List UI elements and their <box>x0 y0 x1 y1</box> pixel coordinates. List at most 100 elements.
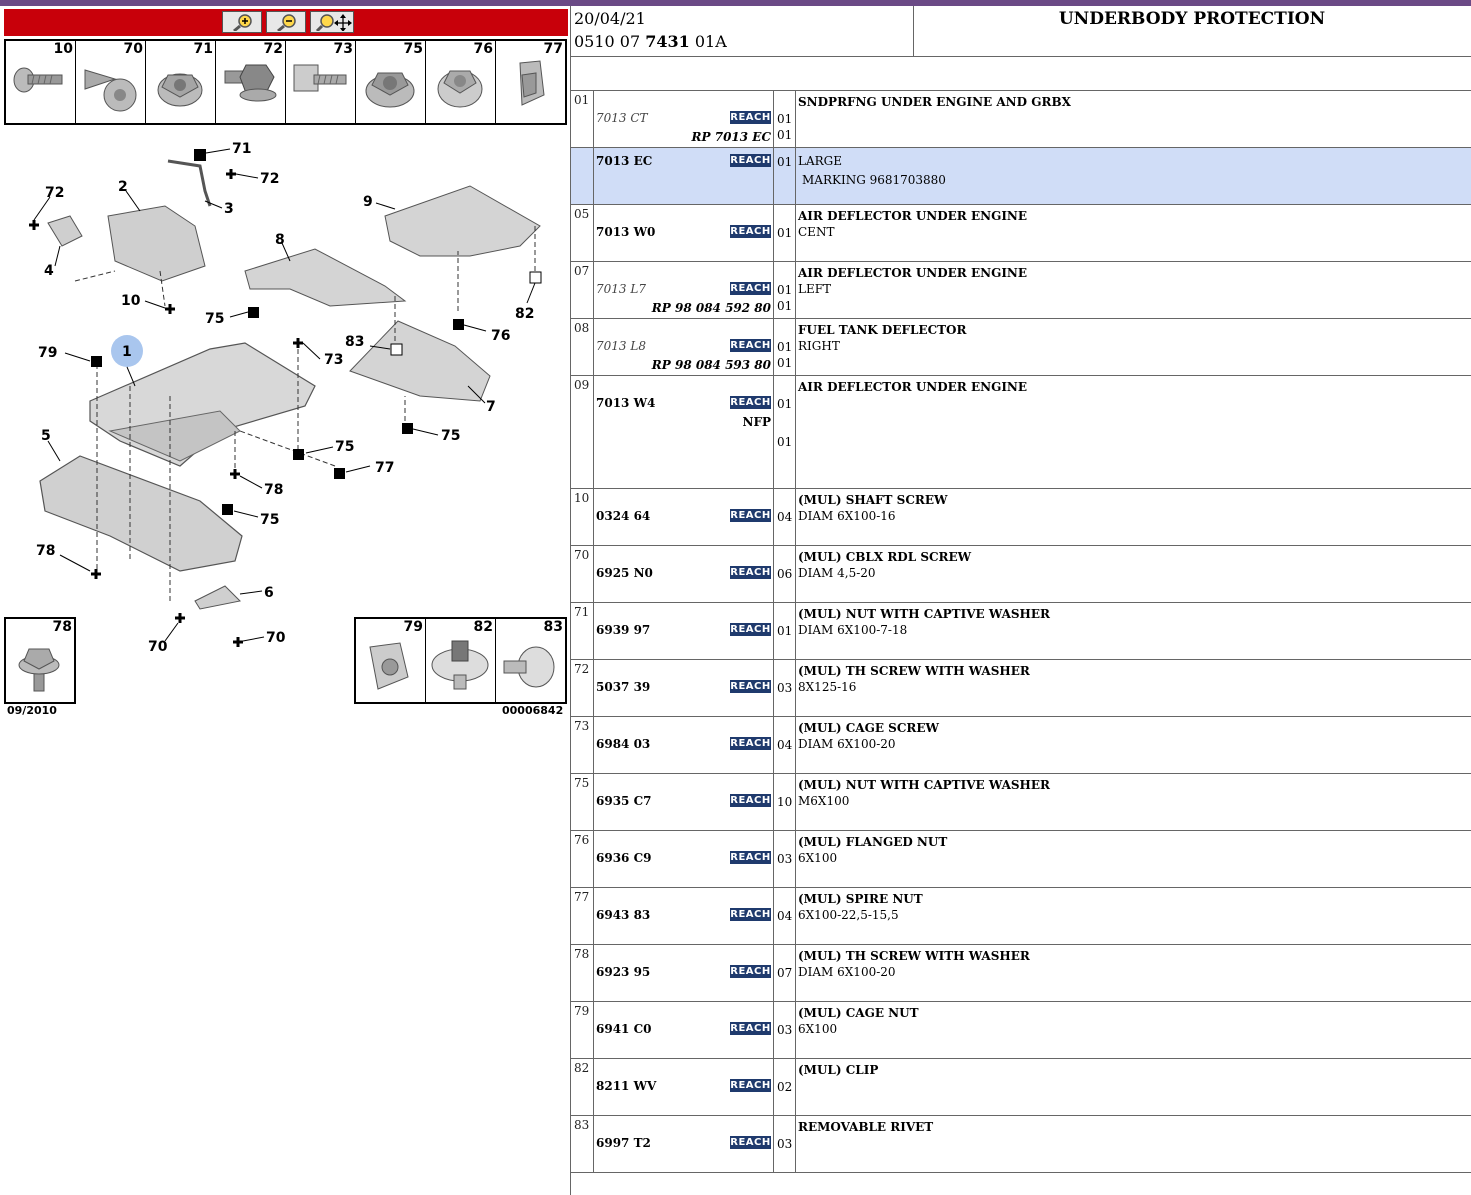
reach-badge[interactable]: REACH <box>730 111 771 124</box>
callout-2[interactable]: 2 <box>118 179 128 195</box>
reach-badge[interactable]: REACH <box>730 1136 771 1149</box>
thumb-82[interactable]: 82 <box>426 619 496 702</box>
replacement-reference[interactable]: RP 98 084 592 80 <box>651 301 771 315</box>
thumb-75[interactable]: 75 <box>356 41 426 123</box>
part-reference[interactable]: 6997 T2 <box>596 1136 651 1150</box>
callout-79[interactable]: 79 <box>38 345 57 361</box>
callout-75c[interactable]: 75 <box>441 428 460 444</box>
part-reference[interactable]: 6925 N0 <box>596 566 653 580</box>
callout-82[interactable]: 82 <box>515 306 534 322</box>
part-reference[interactable]: 5037 39 <box>596 680 651 694</box>
part-reference[interactable]: 7013 CT <box>596 111 648 125</box>
callout-76[interactable]: 76 <box>491 328 510 344</box>
thumb-78[interactable]: 78 <box>4 617 76 704</box>
callout-70a[interactable]: 70 <box>148 639 168 655</box>
callout-9[interactable]: 9 <box>363 194 373 210</box>
callout-3[interactable]: 3 <box>224 201 234 217</box>
reach-badge[interactable]: REACH <box>730 282 771 295</box>
reach-badge[interactable]: REACH <box>730 225 771 238</box>
callout-75a[interactable]: 75 <box>205 311 224 327</box>
replacement-reference[interactable]: RP 98 084 593 80 <box>651 358 771 372</box>
reach-badge[interactable]: REACH <box>730 1079 771 1092</box>
reach-badge[interactable]: REACH <box>730 396 771 409</box>
part-reference[interactable]: 6943 83 <box>596 908 651 922</box>
part-reference[interactable]: 6939 97 <box>596 623 651 637</box>
zoom-in-button[interactable] <box>222 11 262 33</box>
callout-72[interactable]: 72 <box>260 171 279 187</box>
callout-75d[interactable]: 75 <box>260 512 279 528</box>
callout-8[interactable]: 8 <box>275 232 285 248</box>
callout-78b[interactable]: 78 <box>36 543 55 559</box>
zoom-out-button[interactable] <box>266 11 306 33</box>
part-reference[interactable]: 6935 C7 <box>596 794 652 808</box>
reach-badge[interactable]: REACH <box>730 680 771 693</box>
part-reference[interactable]: 6936 C9 <box>596 851 652 865</box>
callout-4[interactable]: 4 <box>44 263 54 279</box>
callout-6[interactable]: 6 <box>264 585 274 601</box>
part-reference[interactable]: 7013 L7 <box>596 282 646 296</box>
reach-badge[interactable]: REACH <box>730 339 771 352</box>
part-reference[interactable]: 0324 64 <box>596 509 651 523</box>
thumb-10[interactable]: 10 <box>6 41 76 123</box>
thumb-72[interactable]: 72 <box>216 41 286 123</box>
part-reference[interactable]: 7013 W4 <box>596 396 656 410</box>
thumb-73[interactable]: 73 <box>286 41 356 123</box>
callout-5[interactable]: 5 <box>41 428 51 444</box>
part-reference[interactable]: 6941 C0 <box>596 1022 652 1036</box>
callout-78a[interactable]: 78 <box>264 482 283 498</box>
part-designation: (MUL) SHAFT SCREW <box>798 493 948 507</box>
part-reference[interactable]: 7013 EC <box>596 154 653 168</box>
thumb-71[interactable]: 71 <box>146 41 216 123</box>
reach-badge[interactable]: REACH <box>730 908 771 921</box>
callout-71[interactable]: 71 <box>232 141 251 157</box>
replacement-reference[interactable]: RP 7013 EC <box>691 130 771 144</box>
reach-badge[interactable]: REACH <box>730 1022 771 1035</box>
reach-badge[interactable]: REACH <box>730 623 771 636</box>
reach-badge[interactable]: REACH <box>730 566 771 579</box>
callout-83[interactable]: 83 <box>345 334 364 350</box>
reach-badge[interactable]: REACH <box>730 965 771 978</box>
thumb-79[interactable]: 79 <box>356 619 426 702</box>
thumb-83[interactable]: 83 <box>496 619 565 702</box>
pan-zoom-button[interactable] <box>310 11 354 33</box>
part-reference[interactable]: 7013 W0 <box>596 225 656 239</box>
callout-75b[interactable]: 75 <box>335 439 354 455</box>
callout-10[interactable]: 10 <box>121 293 141 309</box>
reach-badge[interactable]: REACH <box>730 794 771 807</box>
part-reference[interactable]: 7013 L8 <box>596 339 646 353</box>
thumb-70[interactable]: 70 <box>76 41 146 123</box>
reach-badge[interactable]: REACH <box>730 154 771 167</box>
callout-72b[interactable]: 72 <box>45 185 64 201</box>
part-reference[interactable]: 6984 03 <box>596 737 651 751</box>
callout-70b[interactable]: 70 <box>266 630 286 646</box>
reach-badge[interactable]: REACH <box>730 509 771 522</box>
thumb-77[interactable]: 77 <box>496 41 565 123</box>
callout-7[interactable]: 7 <box>486 399 496 415</box>
reach-badge[interactable]: REACH <box>730 737 771 750</box>
part-reference[interactable]: 6923 95 <box>596 965 651 979</box>
thumb-76[interactable]: 76 <box>426 41 496 123</box>
callout-77[interactable]: 77 <box>375 460 394 476</box>
callout-1[interactable]: 1 <box>122 344 132 360</box>
reach-badge[interactable]: REACH <box>730 851 771 864</box>
part-reference[interactable]: 8211 WV <box>596 1079 657 1093</box>
callout-73[interactable]: 73 <box>324 352 343 368</box>
